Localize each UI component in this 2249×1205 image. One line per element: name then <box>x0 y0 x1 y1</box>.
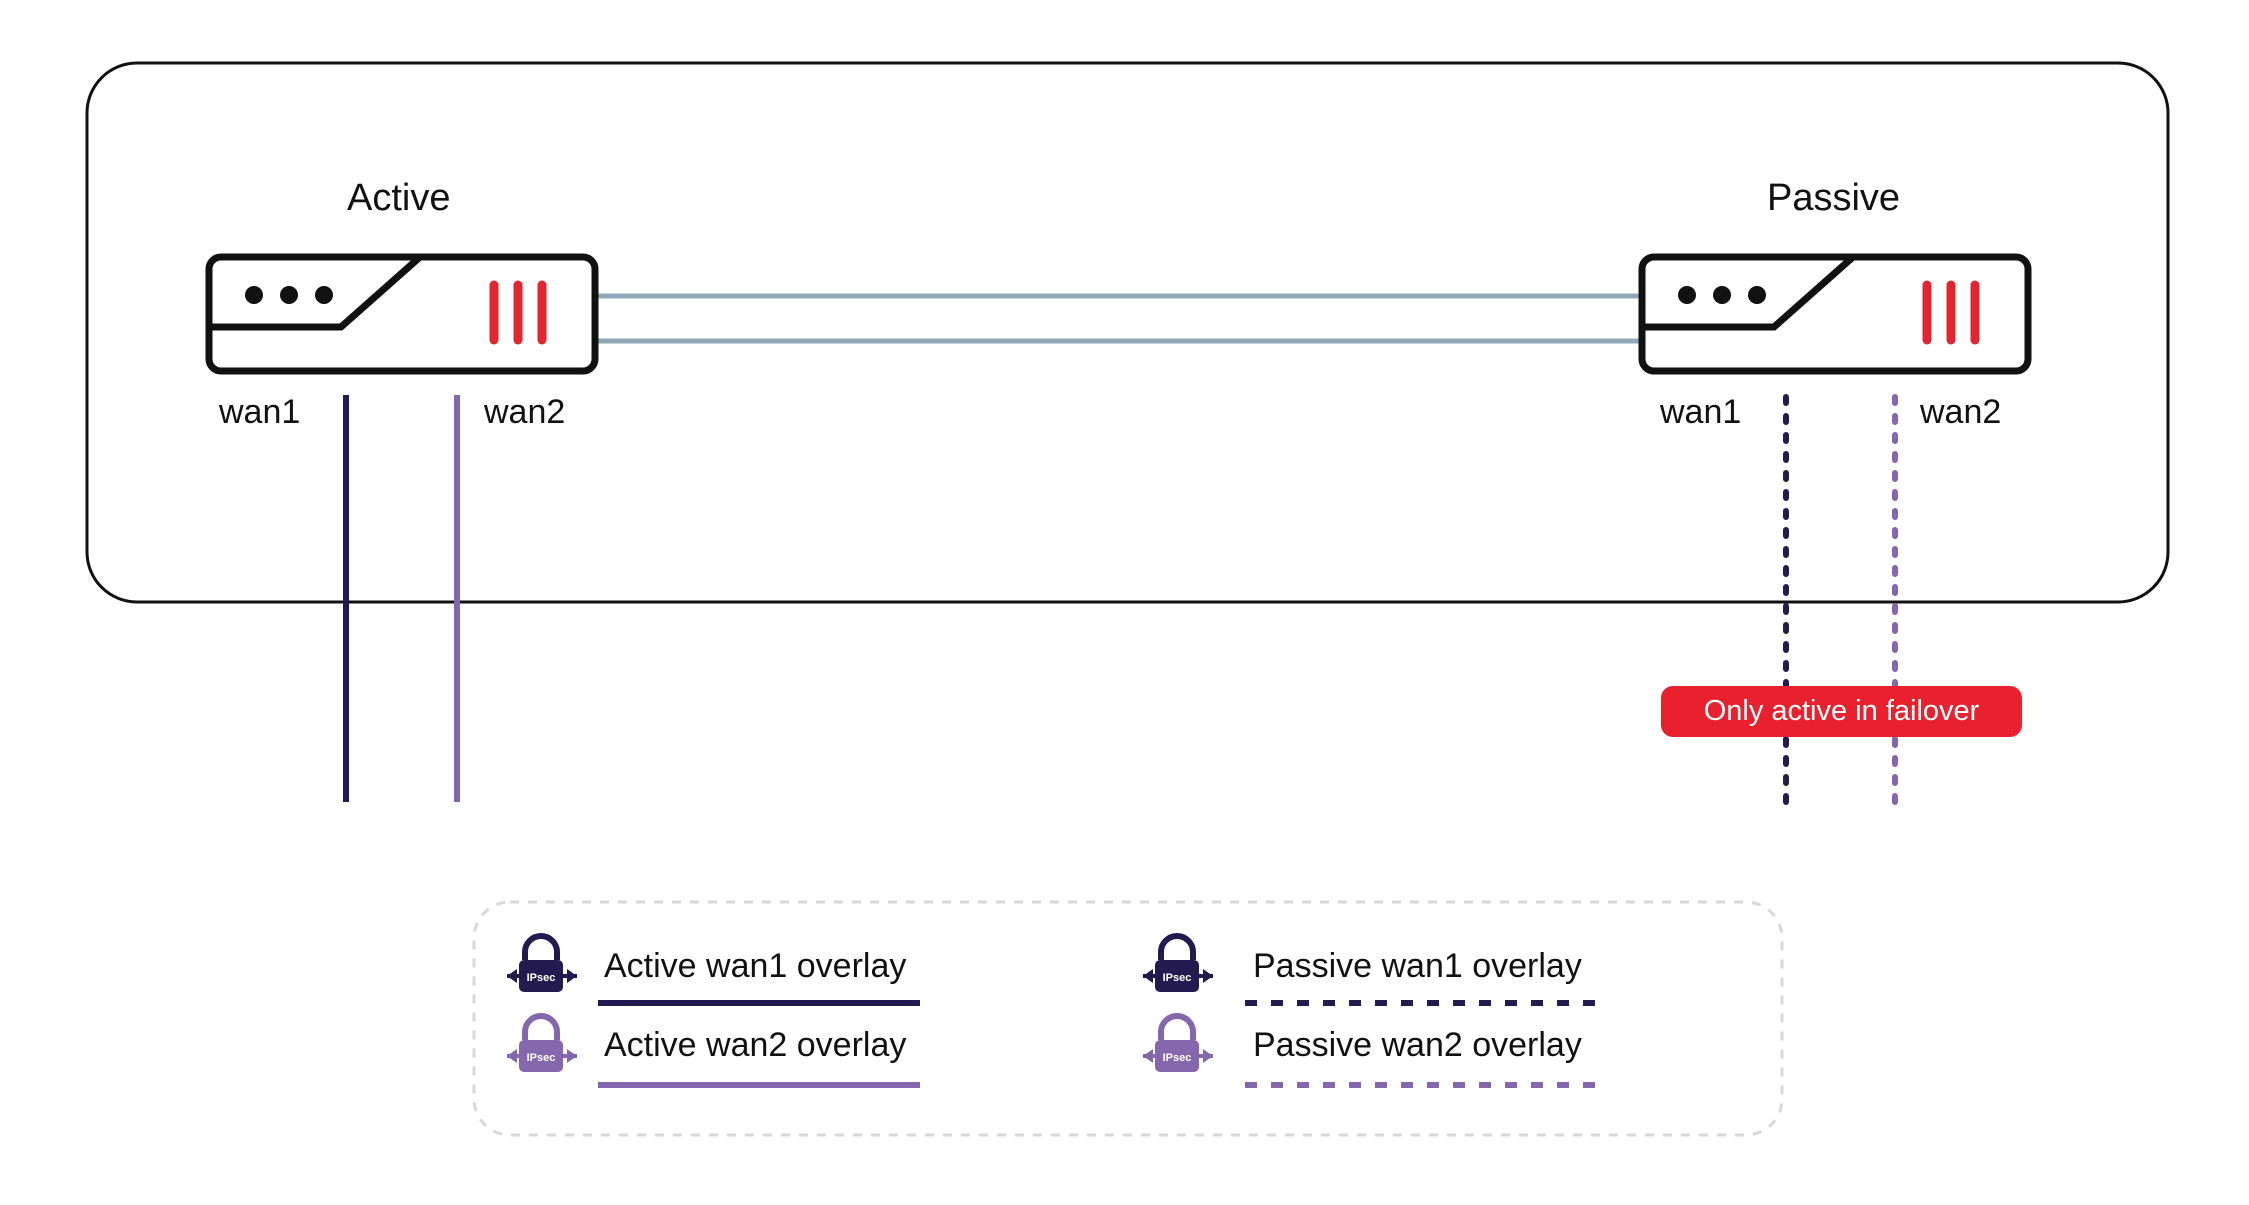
legend-label-passive-wan2: Passive wan2 overlay <box>1253 1026 1582 1064</box>
active-title: Active <box>347 177 451 219</box>
ipsec-lock-icon: IPsec <box>1143 933 1213 992</box>
legend-label-active-wan2: Active wan2 overlay <box>604 1026 907 1064</box>
legend-label-active-wan1: Active wan1 overlay <box>604 947 907 985</box>
passive-firewall-icon <box>1638 253 2032 375</box>
active-wan2-label: wan2 <box>484 393 566 431</box>
failover-badge: Only active in failover <box>1661 686 2022 737</box>
passive-wan2-label: wan2 <box>1920 393 2002 431</box>
active-wan1-label: wan1 <box>219 393 301 431</box>
passive-title: Passive <box>1767 177 1901 219</box>
passive-wan1-label: wan1 <box>1660 393 1742 431</box>
cluster-boundary <box>85 61 2170 604</box>
svg-text:IPsec: IPsec <box>1163 1052 1192 1064</box>
svg-text:IPsec: IPsec <box>527 972 556 984</box>
ipsec-lock-icon: IPsec <box>507 933 577 992</box>
legend-label-passive-wan1: Passive wan1 overlay <box>1253 947 1582 985</box>
ipsec-lock-icon: IPsec <box>507 1013 577 1072</box>
ipsec-lock-icon: IPsec <box>1143 1013 1213 1072</box>
svg-text:IPsec: IPsec <box>527 1052 556 1064</box>
svg-text:IPsec: IPsec <box>1163 972 1192 984</box>
legend-box <box>472 900 1784 1137</box>
active-firewall-icon <box>205 253 599 375</box>
